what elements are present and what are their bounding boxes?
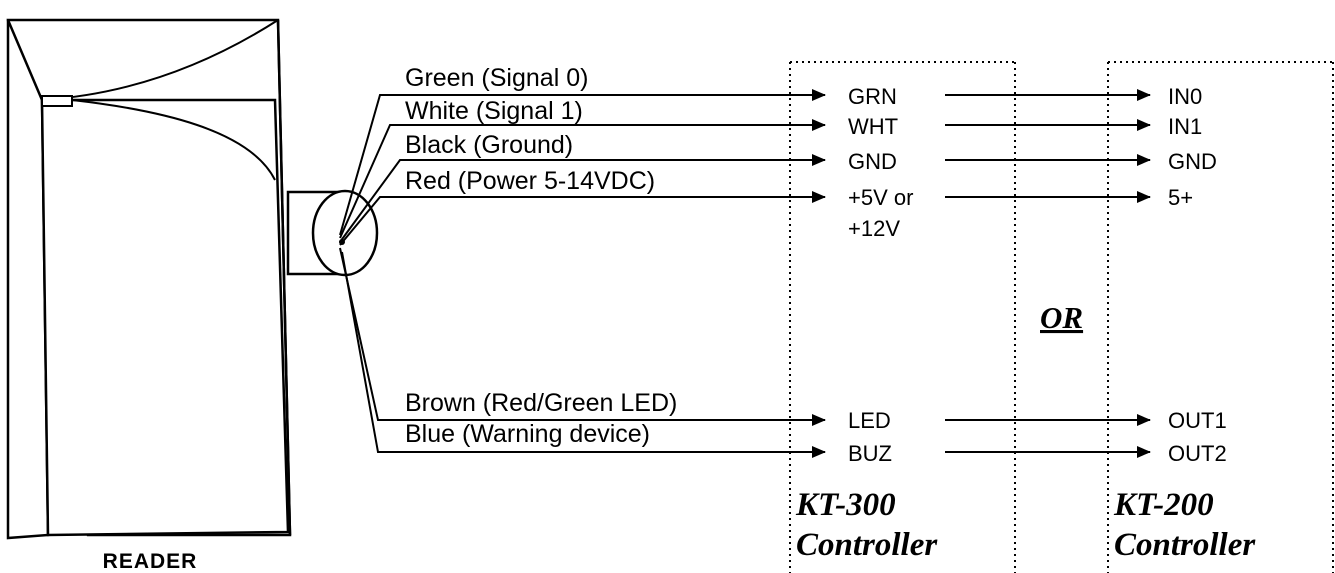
kt300-terminal-gnd: GND xyxy=(848,149,897,174)
kt300-terminal-wht: WHT xyxy=(848,114,898,139)
wires-to-kt300 xyxy=(640,89,826,458)
cable-gland xyxy=(286,189,379,277)
kt300-subtitle: Controller xyxy=(796,527,938,563)
wire-label-blue: Blue (Warning device) xyxy=(405,420,650,448)
kt300-terminal-buz: BUZ xyxy=(848,441,892,466)
kt300-terminals: GRN WHT GND +5V or +12V LED BUZ xyxy=(848,84,913,466)
kt200-title: KT-200 xyxy=(1113,487,1214,523)
wire-label-brown: Brown (Red/Green LED) xyxy=(405,389,677,417)
kt200-terminal-gnd: GND xyxy=(1168,149,1217,174)
kt300-terminal-grn: GRN xyxy=(848,84,897,109)
wire-label-black: Black (Ground) xyxy=(405,131,573,159)
kt200-subtitle: Controller xyxy=(1114,527,1256,563)
reader-caption: READER xyxy=(103,550,198,573)
wire-label-white: White (Signal 1) xyxy=(405,97,583,125)
wire-label-red: Red (Power 5-14VDC) xyxy=(405,167,655,195)
kt300-terminal-power-alt: +12V xyxy=(848,216,900,241)
kt300-terminal-power: +5V or xyxy=(848,185,913,210)
wires-to-kt200 xyxy=(945,89,1151,458)
or-label: OR xyxy=(1040,300,1083,335)
kt200-terminal-in0: IN0 xyxy=(1168,84,1202,109)
kt300-terminal-led: LED xyxy=(848,408,891,433)
kt200-terminals: IN0 IN1 GND 5+ OUT1 OUT2 xyxy=(1168,84,1227,466)
kt200-terminal-power: 5+ xyxy=(1168,185,1193,210)
wire-label-green: Green (Signal 0) xyxy=(405,64,588,92)
kt200-terminal-out2: OUT2 xyxy=(1168,441,1227,466)
kt300-box xyxy=(789,61,1016,573)
wire-bundle xyxy=(339,94,640,453)
kt200-terminal-out1: OUT1 xyxy=(1168,408,1227,433)
kt200-terminal-in1: IN1 xyxy=(1168,114,1202,139)
reader-device xyxy=(6,18,292,540)
kt300-title: KT-300 xyxy=(795,487,896,523)
wire-labels: Green (Signal 0) White (Signal 1) Black … xyxy=(405,64,677,448)
kt200-box xyxy=(1107,61,1334,573)
